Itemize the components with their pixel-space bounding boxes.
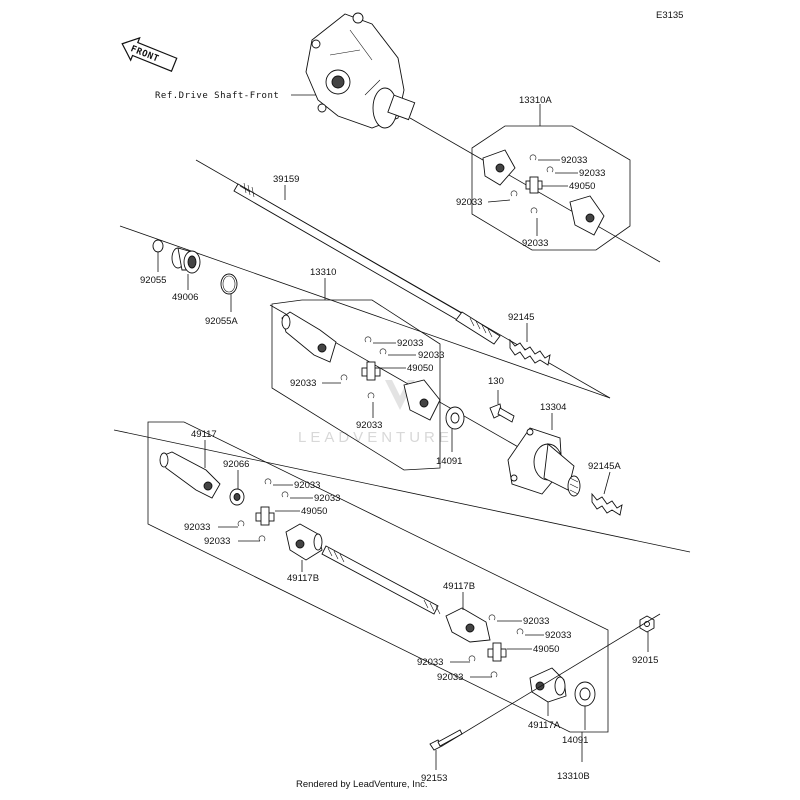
group-13310A: 13310A 92033 92033 49050 92033 92033 bbox=[456, 95, 631, 251]
label-92033-m: 92033 bbox=[523, 616, 549, 627]
label-92033-h: 92033 bbox=[356, 420, 382, 431]
bolt-92153[interactable] bbox=[429, 729, 463, 751]
housing-13304[interactable] bbox=[507, 427, 581, 497]
final-drive-housing[interactable] bbox=[305, 12, 416, 129]
label-92145: 92145 bbox=[508, 312, 534, 323]
label-49050-b: 49050 bbox=[407, 363, 433, 374]
oring-92055[interactable] bbox=[152, 239, 164, 253]
label-92066: 92066 bbox=[223, 459, 249, 470]
label-92033-e: 92033 bbox=[397, 338, 423, 349]
yoke-13310-upper[interactable] bbox=[281, 311, 337, 363]
label-14091-b: 14091 bbox=[562, 735, 588, 746]
watermark-text: LEADVENTURE bbox=[298, 429, 453, 446]
label-92033-c: 92033 bbox=[456, 197, 482, 208]
bolt-130[interactable] bbox=[489, 403, 515, 423]
yoke-13310A-lower[interactable] bbox=[569, 195, 605, 236]
group-13310: 13310 92033 92033 49050 92033 92033 bbox=[271, 267, 444, 471]
label-49050-c: 49050 bbox=[301, 506, 327, 517]
label-92033-n: 92033 bbox=[545, 630, 571, 641]
label-49050-d: 49050 bbox=[533, 644, 559, 655]
spring-92145A[interactable] bbox=[591, 492, 623, 516]
cross-joint-lower[interactable] bbox=[487, 642, 507, 662]
yoke-13310-lower[interactable] bbox=[403, 379, 441, 421]
label-92033-l: 92033 bbox=[204, 536, 230, 547]
label-92033-g: 92033 bbox=[290, 378, 316, 389]
label-92055: 92055 bbox=[140, 275, 166, 286]
label-49050-a: 49050 bbox=[569, 181, 595, 192]
label-92145A: 92145A bbox=[588, 461, 621, 472]
label-49117B-b: 49117B bbox=[443, 581, 475, 592]
label-92033-b: 92033 bbox=[579, 168, 605, 179]
cross-joint-mid[interactable] bbox=[255, 506, 275, 526]
label-49117: 49117 bbox=[191, 429, 217, 440]
cross-joint-13310[interactable] bbox=[361, 361, 381, 381]
footer-credit: Rendered by LeadVenture, Inc. bbox=[296, 779, 428, 790]
yoke-13310A-upper[interactable] bbox=[482, 149, 516, 186]
label-14091-a: 14091 bbox=[436, 456, 462, 467]
label-92033-f: 92033 bbox=[418, 350, 444, 361]
washer-14091-lower[interactable] bbox=[574, 681, 596, 707]
label-92033-k: 92033 bbox=[184, 522, 210, 533]
label-92033-d: 92033 bbox=[522, 238, 548, 249]
seal-49006[interactable] bbox=[171, 247, 201, 274]
label-49117B-a: 49117B bbox=[287, 573, 319, 584]
label-13310B: 13310B bbox=[557, 771, 590, 782]
shaft-lower[interactable] bbox=[321, 545, 441, 615]
front-arrow-icon: FRONT bbox=[121, 36, 178, 73]
yoke-49117A[interactable] bbox=[529, 667, 567, 703]
cross-joint-13310A[interactable] bbox=[525, 176, 543, 194]
label-92015: 92015 bbox=[632, 655, 658, 666]
label-49117A: 49117A bbox=[528, 720, 561, 731]
ref-label: Ref.Drive Shaft-Front bbox=[155, 91, 279, 101]
spring-92145[interactable] bbox=[509, 338, 551, 366]
label-13310A: 13310A bbox=[519, 95, 552, 106]
yoke-49117B-upper[interactable] bbox=[285, 523, 323, 561]
yoke-49117[interactable] bbox=[159, 451, 221, 499]
group-13310B bbox=[147, 421, 609, 733]
oring-92055A[interactable] bbox=[220, 273, 238, 295]
washer-92066[interactable] bbox=[229, 488, 245, 506]
label-49006: 49006 bbox=[172, 292, 198, 303]
diagram-code: E3135 bbox=[656, 10, 683, 21]
label-92033-o: 92033 bbox=[417, 657, 443, 668]
washer-14091-upper[interactable] bbox=[445, 406, 465, 430]
label-92033-a: 92033 bbox=[561, 155, 587, 166]
label-13304: 13304 bbox=[540, 402, 566, 413]
label-39159: 39159 bbox=[273, 174, 299, 185]
label-92033-i: 92033 bbox=[294, 480, 320, 491]
label-92055A: 92055A bbox=[205, 316, 238, 327]
label-13310: 13310 bbox=[310, 267, 336, 278]
yoke-49117B-lower[interactable] bbox=[445, 607, 491, 643]
shaft-39159[interactable] bbox=[233, 182, 501, 345]
label-92153: 92153 bbox=[421, 773, 447, 784]
nut-92015[interactable] bbox=[639, 615, 655, 633]
label-92033-j: 92033 bbox=[314, 493, 340, 504]
label-92033-p: 92033 bbox=[437, 672, 463, 683]
label-130: 130 bbox=[488, 376, 504, 387]
